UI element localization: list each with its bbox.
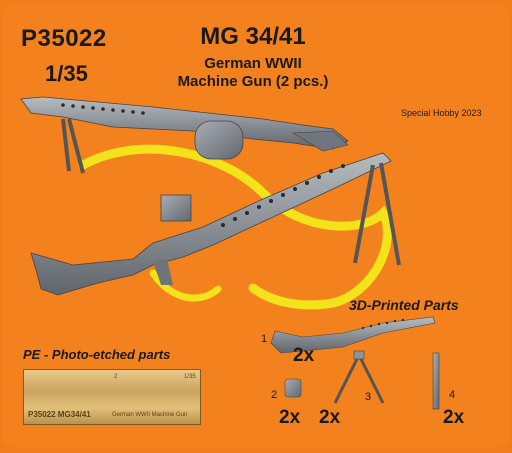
sling-yellow <box>78 144 392 310</box>
product-subtitle-2: Machine Gun (2 pcs.) <box>177 73 329 90</box>
part-quantity-1: 2x <box>293 345 315 366</box>
machine-gun-lower <box>30 152 401 296</box>
product-code: P35022 <box>21 25 107 52</box>
part-2-ammo-drum <box>284 378 302 398</box>
part-number-4: 4 <box>449 389 456 401</box>
fret-scale: 1/35 <box>184 374 196 380</box>
pe-heading: PE - Photo-etched parts <box>23 347 171 362</box>
product-title: MG 34/41 <box>200 23 306 50</box>
part-quantity-3: 2x <box>319 407 341 428</box>
part-number-3: 3 <box>365 391 372 403</box>
fret-sublabel: German WWII Machine Gun <box>112 412 188 418</box>
part-number-1: 1 <box>261 333 268 345</box>
product-subtitle-1: German WWII <box>204 55 302 72</box>
part-1-machine-gun-small <box>270 316 436 354</box>
pe-fret: 2 1/35 P35022 MG34/41 German WWII Machin… <box>23 369 201 425</box>
part-4-tripod-leg <box>432 352 440 410</box>
part-quantity-2: 2x <box>279 407 301 428</box>
printed-parts-heading: 3D-Printed Parts <box>349 297 459 313</box>
part-quantity-4: 2x <box>443 407 465 428</box>
machine-gun-upper <box>20 96 349 174</box>
sling-yellow-2 <box>149 269 222 302</box>
copyright-notice: Special Hobby 2023 <box>401 108 482 118</box>
scale-label: 1/35 <box>45 61 88 86</box>
fret-number: 2 <box>114 374 118 380</box>
part-3-bipod <box>333 350 385 404</box>
part-number-2: 2 <box>271 389 278 401</box>
fret-label: P35022 MG34/41 <box>28 410 91 419</box>
product-card: P35022 1/35 MG 34/41 German WWII Machine… <box>3 3 509 447</box>
